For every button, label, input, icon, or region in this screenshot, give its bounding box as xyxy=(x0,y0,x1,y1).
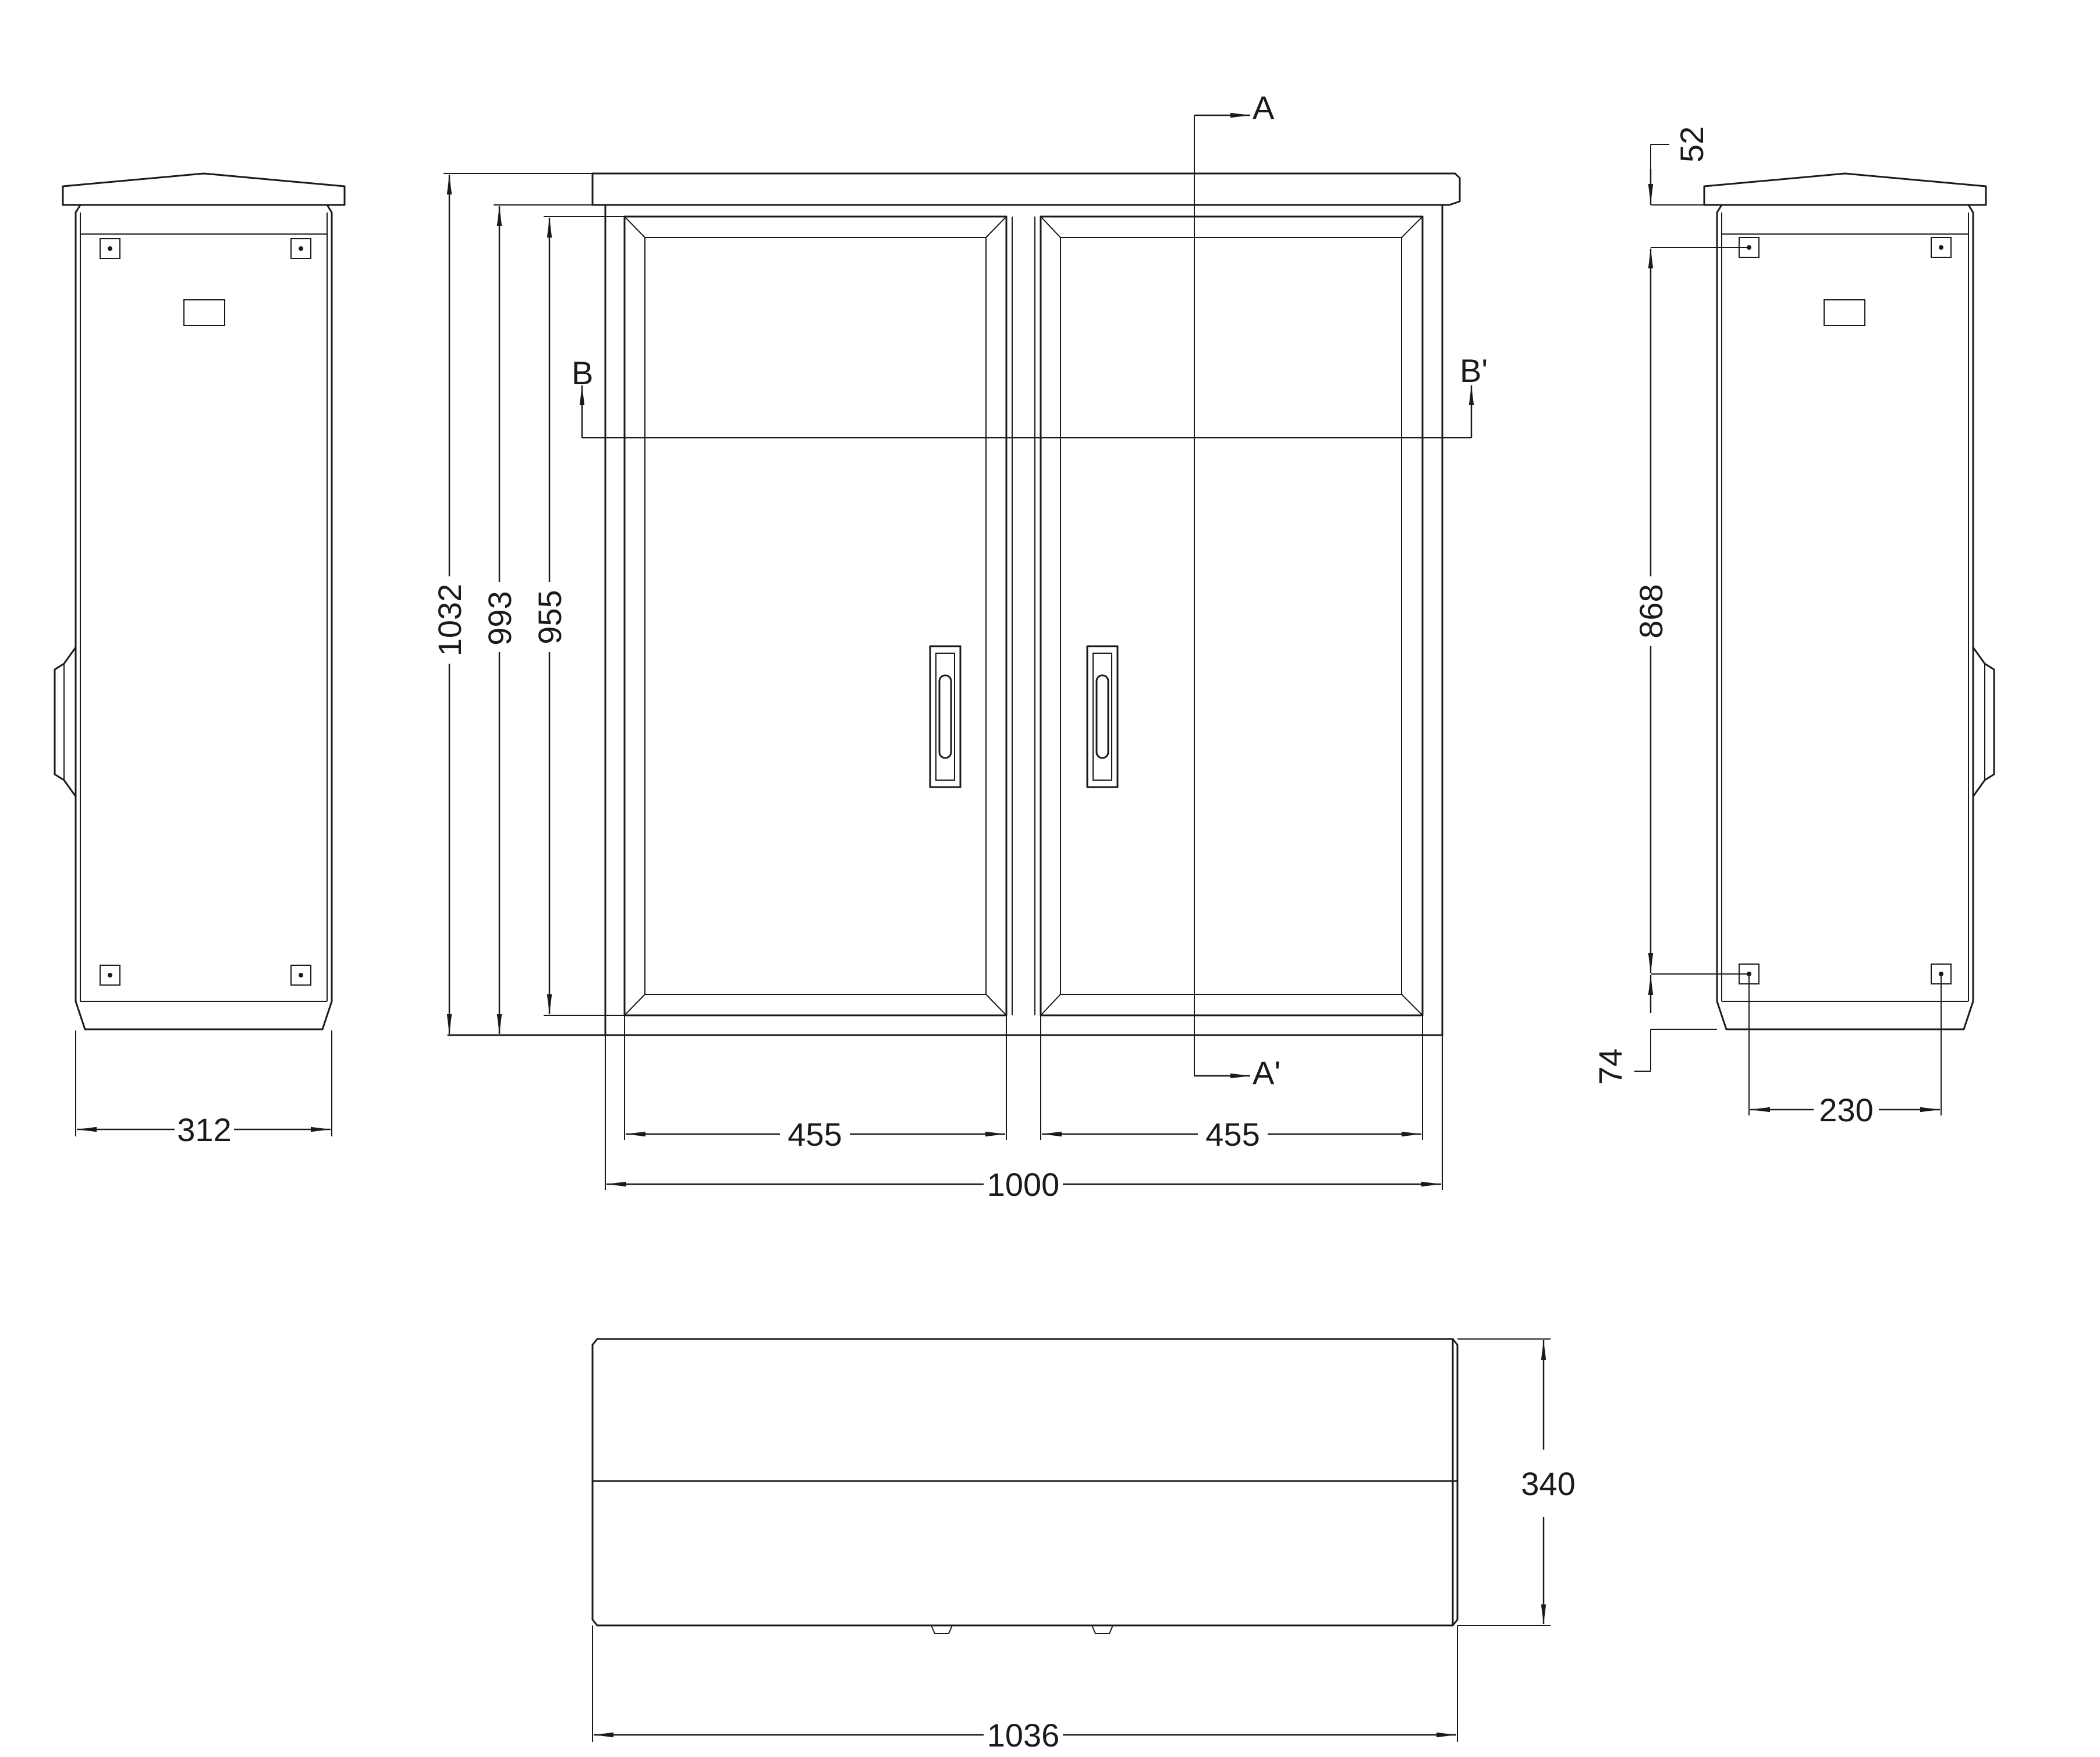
right-door-handle xyxy=(1086,645,1119,788)
section-line-b xyxy=(579,385,1474,438)
right-side-view xyxy=(1634,144,1995,1115)
dim-door-height: 955 xyxy=(531,590,568,644)
dim-bottom-offset: 74 xyxy=(1592,1048,1629,1085)
left-door-handle xyxy=(929,645,962,788)
section-label-a-prime: A' xyxy=(1253,1054,1280,1091)
dim-top-width: 1036 xyxy=(987,1717,1060,1754)
dim-left-side-width: 312 xyxy=(177,1111,231,1148)
dim-overall-height: 1032 xyxy=(431,584,468,657)
dim-mount-spacing-horizontal: 230 xyxy=(1819,1092,1873,1128)
dim-top-offset: 52 xyxy=(1673,126,1710,162)
dim-mount-spacing-vertical: 868 xyxy=(1633,584,1669,638)
dim-right-door-width: 455 xyxy=(1205,1116,1260,1153)
left-door xyxy=(623,215,1013,1016)
dim-left-door-width: 455 xyxy=(788,1116,842,1153)
dim-total-width: 1000 xyxy=(987,1166,1060,1203)
left-side-view xyxy=(54,172,346,1136)
section-label-b: B xyxy=(572,355,593,391)
section-label-b-prime: B' xyxy=(1460,352,1488,389)
dim-body-height: 993 xyxy=(481,591,518,645)
dim-depth: 340 xyxy=(1521,1465,1575,1502)
section-line-a xyxy=(1194,112,1250,1079)
front-view xyxy=(444,112,1474,1190)
section-label-a: A xyxy=(1253,89,1275,126)
right-door xyxy=(1034,215,1424,1016)
top-view xyxy=(591,1338,1551,1742)
